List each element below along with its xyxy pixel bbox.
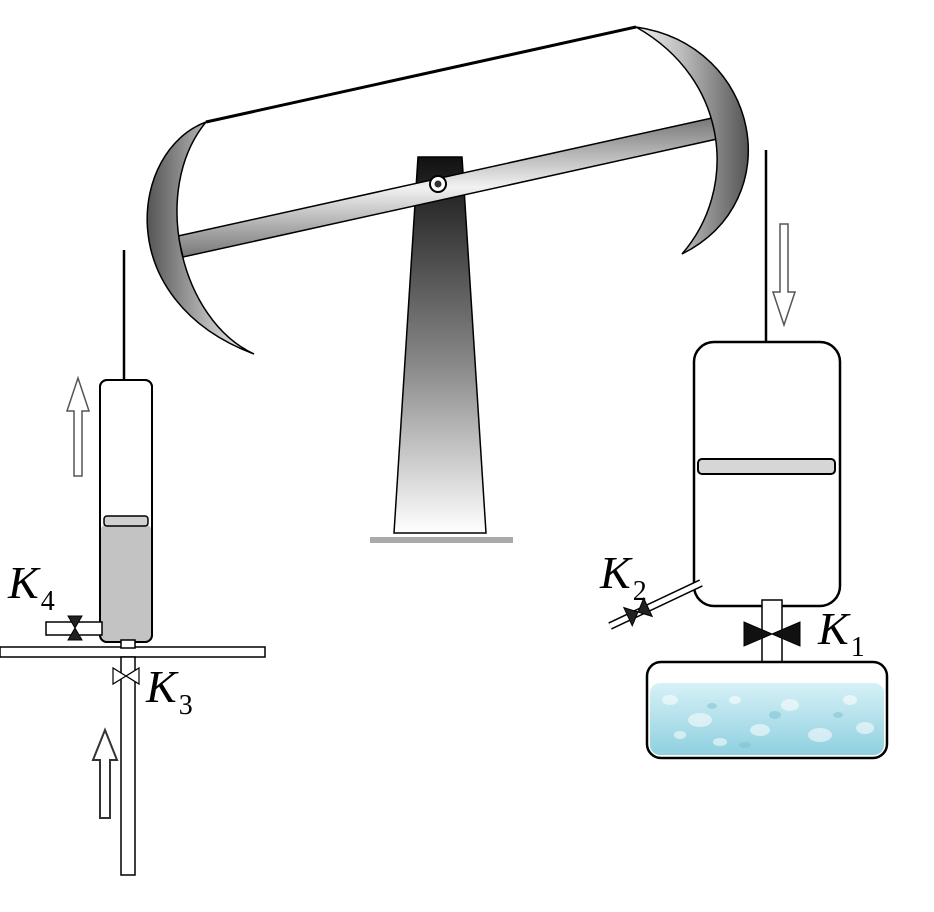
ground-line [370,537,513,543]
label-k2-letter: K [600,547,631,598]
label-k1-letter: K [818,603,849,654]
label-k1: K1 [818,603,865,662]
left-piston [103,515,149,527]
left-horse-head [146,120,255,355]
water-tank [645,660,889,760]
top-cable [205,25,637,124]
valve-k3-icon [112,666,140,686]
inlet-arrow-icon [91,727,119,819]
valve-k2-icon [622,597,654,627]
label-k3-sub: 3 [178,690,193,721]
inlet-pipe [120,656,136,876]
label-k3-letter: K [146,661,177,712]
k2-pipe [608,579,703,630]
up-arrow-icon [65,375,91,477]
valve-k4-icon [67,615,83,641]
down-arrow-icon [771,223,797,328]
right-horse-head [635,26,750,255]
water-fill [650,683,884,755]
valve-k1-icon [743,621,801,647]
label-k2-sub: 2 [632,576,647,607]
label-k4: K4 [8,557,55,616]
right-cylinder [692,340,842,608]
support-stand [393,156,487,534]
label-k2: K2 [600,547,647,606]
label-k4-letter: K [8,557,39,608]
label-k4-sub: 4 [40,586,55,617]
left-cylinder [99,379,153,643]
label-k3: K3 [146,661,193,720]
label-k1-sub: 1 [850,632,865,663]
right-piston [697,458,836,475]
